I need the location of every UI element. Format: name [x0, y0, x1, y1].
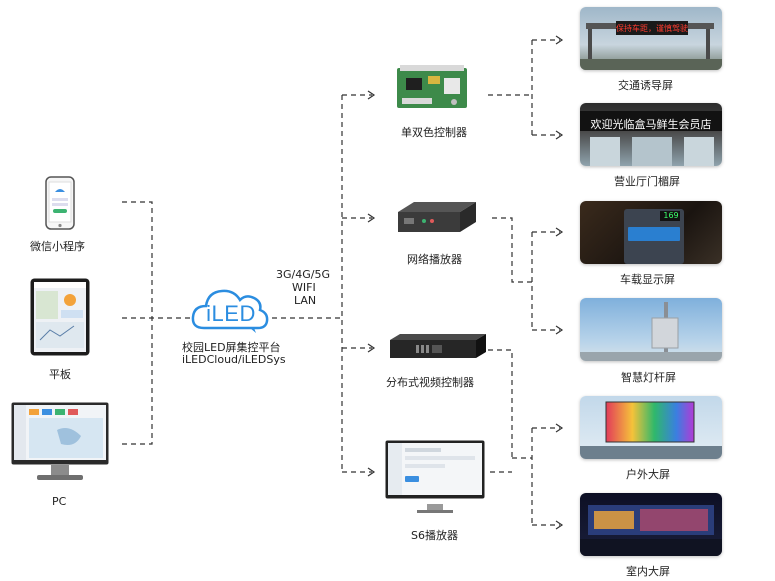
traffic-screen-photo: 保持车距，谨慎驾驶: [580, 7, 722, 70]
network-player-label: 网络播放器: [407, 253, 462, 266]
s6-player-device: [385, 440, 485, 514]
network-label-cellular: 3G/4G/5G: [276, 268, 330, 281]
platform-title: 校园LED屏集控平台: [182, 341, 281, 354]
dual-color-controller-label: 单双色控制器: [401, 126, 467, 139]
indoor-screen-label: 室内大屏: [626, 565, 670, 578]
app-cloud-icon: [55, 189, 65, 192]
traffic-screen-label: 交通诱导屏: [618, 79, 673, 92]
pole-screen-photo: [580, 298, 722, 361]
outdoor-screen-photo: [580, 396, 722, 459]
iled-logo-text: iLED: [206, 301, 256, 326]
pc-label: PC: [52, 495, 67, 508]
indoor-screen-photo: [580, 493, 722, 556]
phone-device: [45, 176, 75, 230]
distributed-controller-device: [388, 332, 488, 360]
distributed-controller-label: 分布式视频控制器: [386, 376, 474, 389]
vehicle-screen-photo: 169: [580, 201, 722, 264]
vehicle-number-text: 169: [663, 211, 679, 220]
traffic-sign-text: 保持车距，谨慎驾驶: [616, 24, 688, 33]
store-sign-text: 欢迎光临盒马鲜生会员店: [590, 118, 712, 131]
miniprogram-label: 微信小程序: [30, 240, 85, 253]
network-label-wifi: WIFI: [292, 281, 316, 294]
outdoor-screen-label: 户外大屏: [626, 468, 670, 481]
tablet-label: 平板: [49, 368, 71, 381]
tablet-device: [30, 278, 90, 356]
iled-cloud-logo: iLED: [190, 282, 270, 334]
network-player-device: [394, 200, 478, 234]
storefront-screen-label: 营业厅门楣屏: [614, 175, 680, 188]
pole-screen-label: 智慧灯杆屏: [621, 371, 676, 384]
dual-color-controller-device: [396, 64, 468, 110]
pc-device: [11, 402, 109, 484]
vehicle-screen-label: 车载显示屏: [620, 273, 675, 286]
s6-player-label: S6播放器: [411, 529, 458, 542]
storefront-screen-photo: 欢迎光临盒马鲜生会员店: [580, 103, 722, 166]
platform-subtitle: iLEDCloud/iLEDSys: [182, 353, 286, 366]
source-bracket-line: [122, 201, 153, 445]
network-label-lan: LAN: [294, 294, 317, 307]
